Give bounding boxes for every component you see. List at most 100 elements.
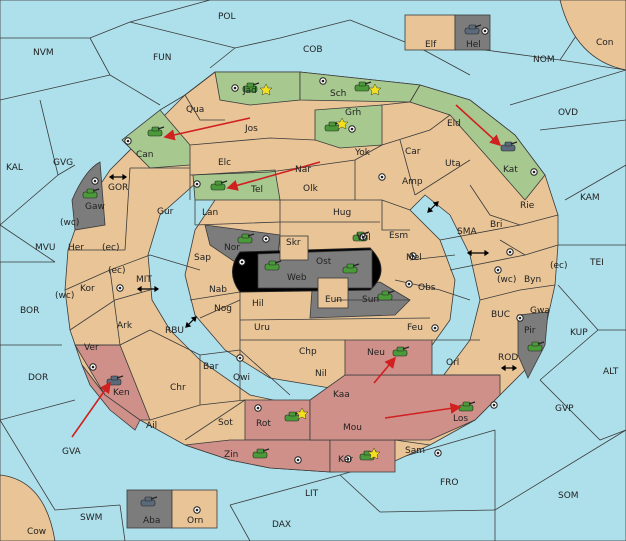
label-mel: Mel <box>406 253 422 263</box>
strait-arrows <box>108 173 518 372</box>
label-sch: Sch <box>330 89 346 99</box>
label-kat: Kat <box>503 165 518 175</box>
label-alt: ALT <box>603 367 619 377</box>
label-dor: DOR <box>28 373 48 383</box>
region-can[interactable] <box>121 109 191 169</box>
label-orn: Orn <box>187 516 203 526</box>
label-som: SOM <box>558 491 579 501</box>
label-qua: Qua <box>186 105 204 115</box>
label-dax: DAX <box>272 520 291 530</box>
label-ail: Ail <box>146 421 157 431</box>
label-eld: Eld <box>447 119 461 129</box>
label-grh: Grh <box>345 108 361 118</box>
label-sma: SMA <box>457 227 477 237</box>
label-pol: POL <box>218 12 236 22</box>
region-skr[interactable] <box>279 235 309 261</box>
label-fro: FRO <box>440 478 459 488</box>
label-ken: Ken <box>113 388 130 398</box>
label-skr: Skr <box>286 238 301 248</box>
label-ec-her: (ec) <box>102 243 120 253</box>
label-swm: SWM <box>80 513 102 523</box>
label-amp: Amp <box>402 177 423 187</box>
label-jad: Jad <box>242 86 257 96</box>
label-olk: Olk <box>303 184 319 194</box>
region-eld-kat[interactable] <box>409 84 546 201</box>
label-kar: Kar <box>338 455 353 465</box>
label-ost: Ost <box>316 257 332 267</box>
label-los: Los <box>453 414 468 424</box>
label-gvp: GVP <box>555 404 574 414</box>
label-bri: Bri <box>490 220 502 230</box>
label-kor: Kor <box>80 284 95 294</box>
region-grh[interactable] <box>314 104 383 149</box>
stars <box>259 83 382 460</box>
label-uru: Uru <box>254 323 270 333</box>
label-elf: Elf <box>425 40 437 50</box>
label-neu: Neu <box>367 348 385 358</box>
label-car: Car <box>405 147 421 157</box>
label-wc-byn: (wc) <box>497 275 516 285</box>
move-arrows <box>71 104 502 438</box>
label-kam: KAM <box>580 193 600 203</box>
label-ark: Ark <box>117 321 133 331</box>
label-jos: Jos <box>244 124 258 134</box>
region-jad[interactable] <box>214 71 301 106</box>
label-tel: Tel <box>250 185 263 195</box>
label-gaw: Gaw <box>85 202 105 212</box>
sea-labels: POL NVM FUN COB NOM Con OVD KAL GVG KAM … <box>6 12 619 537</box>
label-gur: Gur <box>157 207 174 217</box>
label-rie: Rie <box>520 201 535 211</box>
label-yok: Yok <box>354 148 371 158</box>
label-hel: Hel <box>466 40 481 50</box>
label-fun: FUN <box>153 53 172 63</box>
label-sam: Sam <box>405 446 425 456</box>
label-ec-kor: (ec) <box>108 266 126 276</box>
label-eun: Eun <box>325 295 342 305</box>
label-gvg: GVG <box>53 158 73 168</box>
label-nvm: NVM <box>33 48 54 58</box>
region-cow[interactable] <box>0 474 56 541</box>
label-chr: Chr <box>170 383 186 393</box>
label-wil: Wil <box>357 233 371 243</box>
label-sot: Sot <box>218 418 233 428</box>
label-pir: Pir <box>524 326 536 336</box>
label-gva: GVA <box>62 447 82 457</box>
label-nor: Nor <box>224 243 240 253</box>
label-bar: Bar <box>203 362 219 372</box>
label-nar: Nar <box>295 165 311 175</box>
label-gor: GOR <box>108 183 128 193</box>
region-eun[interactable] <box>317 277 349 309</box>
label-cob: COB <box>303 45 323 55</box>
label-buc: BUC <box>491 310 510 320</box>
label-nom: NOM <box>533 55 555 65</box>
label-wc-kor: (wc) <box>55 291 74 301</box>
label-web: Web <box>287 273 307 283</box>
region-rot[interactable] <box>244 399 311 441</box>
label-con: Con <box>596 38 614 48</box>
label-lit: LIT <box>305 489 319 499</box>
label-lan: Lan <box>202 208 218 218</box>
label-qwi: Qwi <box>233 373 250 383</box>
label-uta: Uta <box>445 159 461 169</box>
land-borders <box>64 71 559 446</box>
label-kup: KUP <box>570 328 588 338</box>
label-chp: Chp <box>299 347 317 357</box>
label-elc: Elc <box>218 158 231 168</box>
label-hug: Hug <box>333 208 351 218</box>
label-mit: MIT <box>136 275 152 285</box>
label-kal: KAL <box>6 163 23 173</box>
label-rbu: RBU <box>165 326 184 336</box>
label-feu: Feu <box>407 323 423 333</box>
label-hil: Hil <box>252 299 264 309</box>
region-neu[interactable] <box>344 339 433 376</box>
label-can: Can <box>136 150 154 160</box>
label-her: Her <box>68 243 84 253</box>
label-esm: Esm <box>389 231 408 241</box>
label-rot: Rot <box>256 419 271 429</box>
label-aba: Aba <box>143 516 160 526</box>
label-nog: Nog <box>214 304 232 314</box>
label-mvu: MVU <box>35 243 56 253</box>
label-nab: Nab <box>209 285 227 295</box>
